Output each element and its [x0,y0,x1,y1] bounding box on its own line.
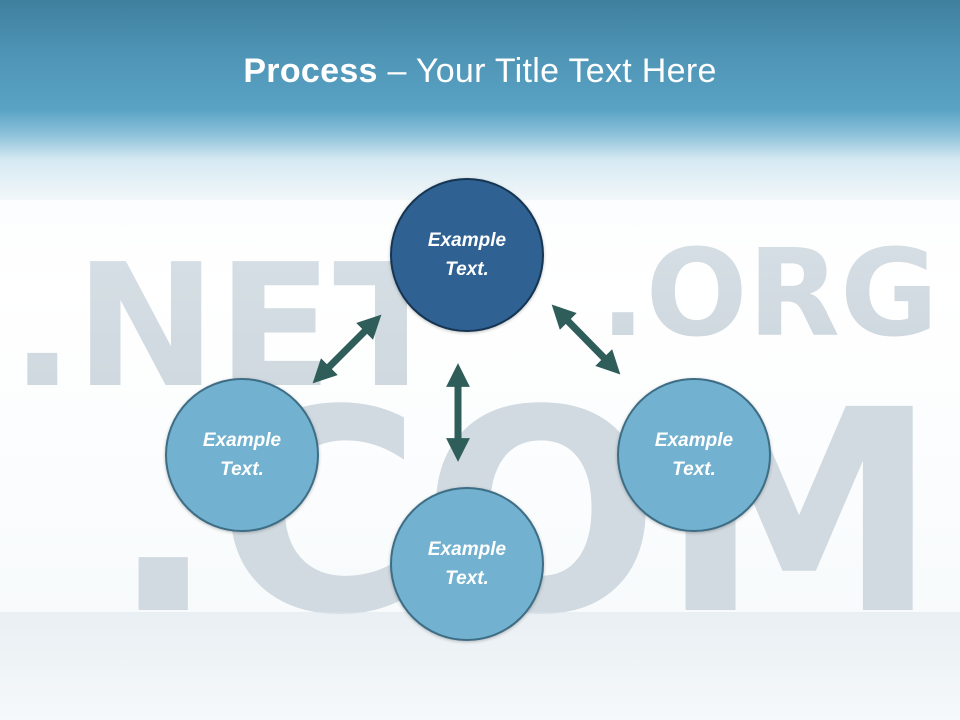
node-label: Example Text. [427,230,507,280]
title-banner [0,0,960,200]
double-arrow-icon [312,314,382,384]
process-node-right[interactable]: Example Text. [617,378,771,532]
slide-title: Process – Your Title Text Here [0,52,960,91]
node-label: Example Text. [202,430,282,480]
process-node-bottom[interactable]: Example Text. [390,487,544,641]
process-node-left[interactable]: Example Text. [165,378,319,532]
double-arrow-icon [551,304,621,375]
title-rest: – Your Title Text Here [377,52,717,90]
org-word: .ORG [600,225,939,364]
title-bold: Process [243,52,378,90]
node-label: Example Text. [427,539,507,589]
node-label: Example Text. [654,430,734,480]
process-node-top[interactable]: Example Text. [390,178,544,332]
